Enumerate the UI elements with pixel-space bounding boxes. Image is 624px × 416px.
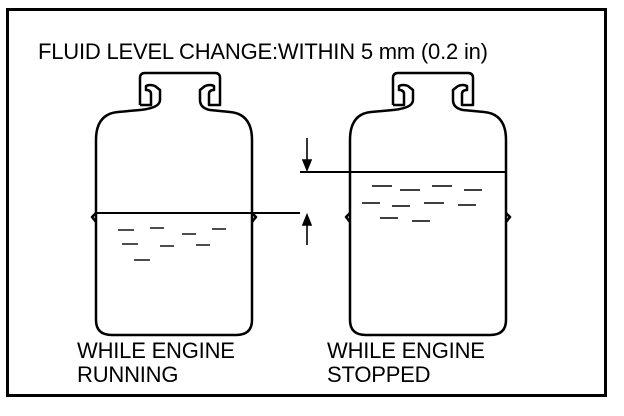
reservoir-body (94, 99, 254, 337)
reservoir-nub (251, 212, 258, 223)
caption-engine-stopped: WHILE ENGINE STOPPED (327, 339, 485, 387)
caption-line: RUNNING (77, 362, 179, 387)
reservoir-running (90, 71, 258, 337)
caption-line: STOPPED (327, 362, 431, 387)
caption-line: WHILE ENGINE (327, 338, 485, 363)
reservoir-nub (344, 212, 351, 223)
reservoir-nub (90, 212, 97, 223)
arrow-up-icon (301, 212, 313, 226)
fluid-dashes (362, 185, 482, 222)
reservoir-body (348, 99, 508, 337)
reservoir-stopped (344, 71, 512, 337)
fluid-dashes (118, 227, 226, 261)
caption-engine-running: WHILE ENGINE RUNNING (77, 339, 235, 387)
level-change-arrows (301, 138, 313, 245)
reservoir-nub (505, 212, 512, 223)
reservoir-cap (391, 71, 475, 107)
diagram-border (6, 8, 607, 397)
fluid-level-heading: FLUID LEVEL CHANGE:WITHIN 5 mm (0.2 in) (38, 39, 488, 64)
arrow-down-icon (301, 159, 313, 173)
reservoir-cap (138, 71, 222, 107)
caption-line: WHILE ENGINE (77, 338, 235, 363)
